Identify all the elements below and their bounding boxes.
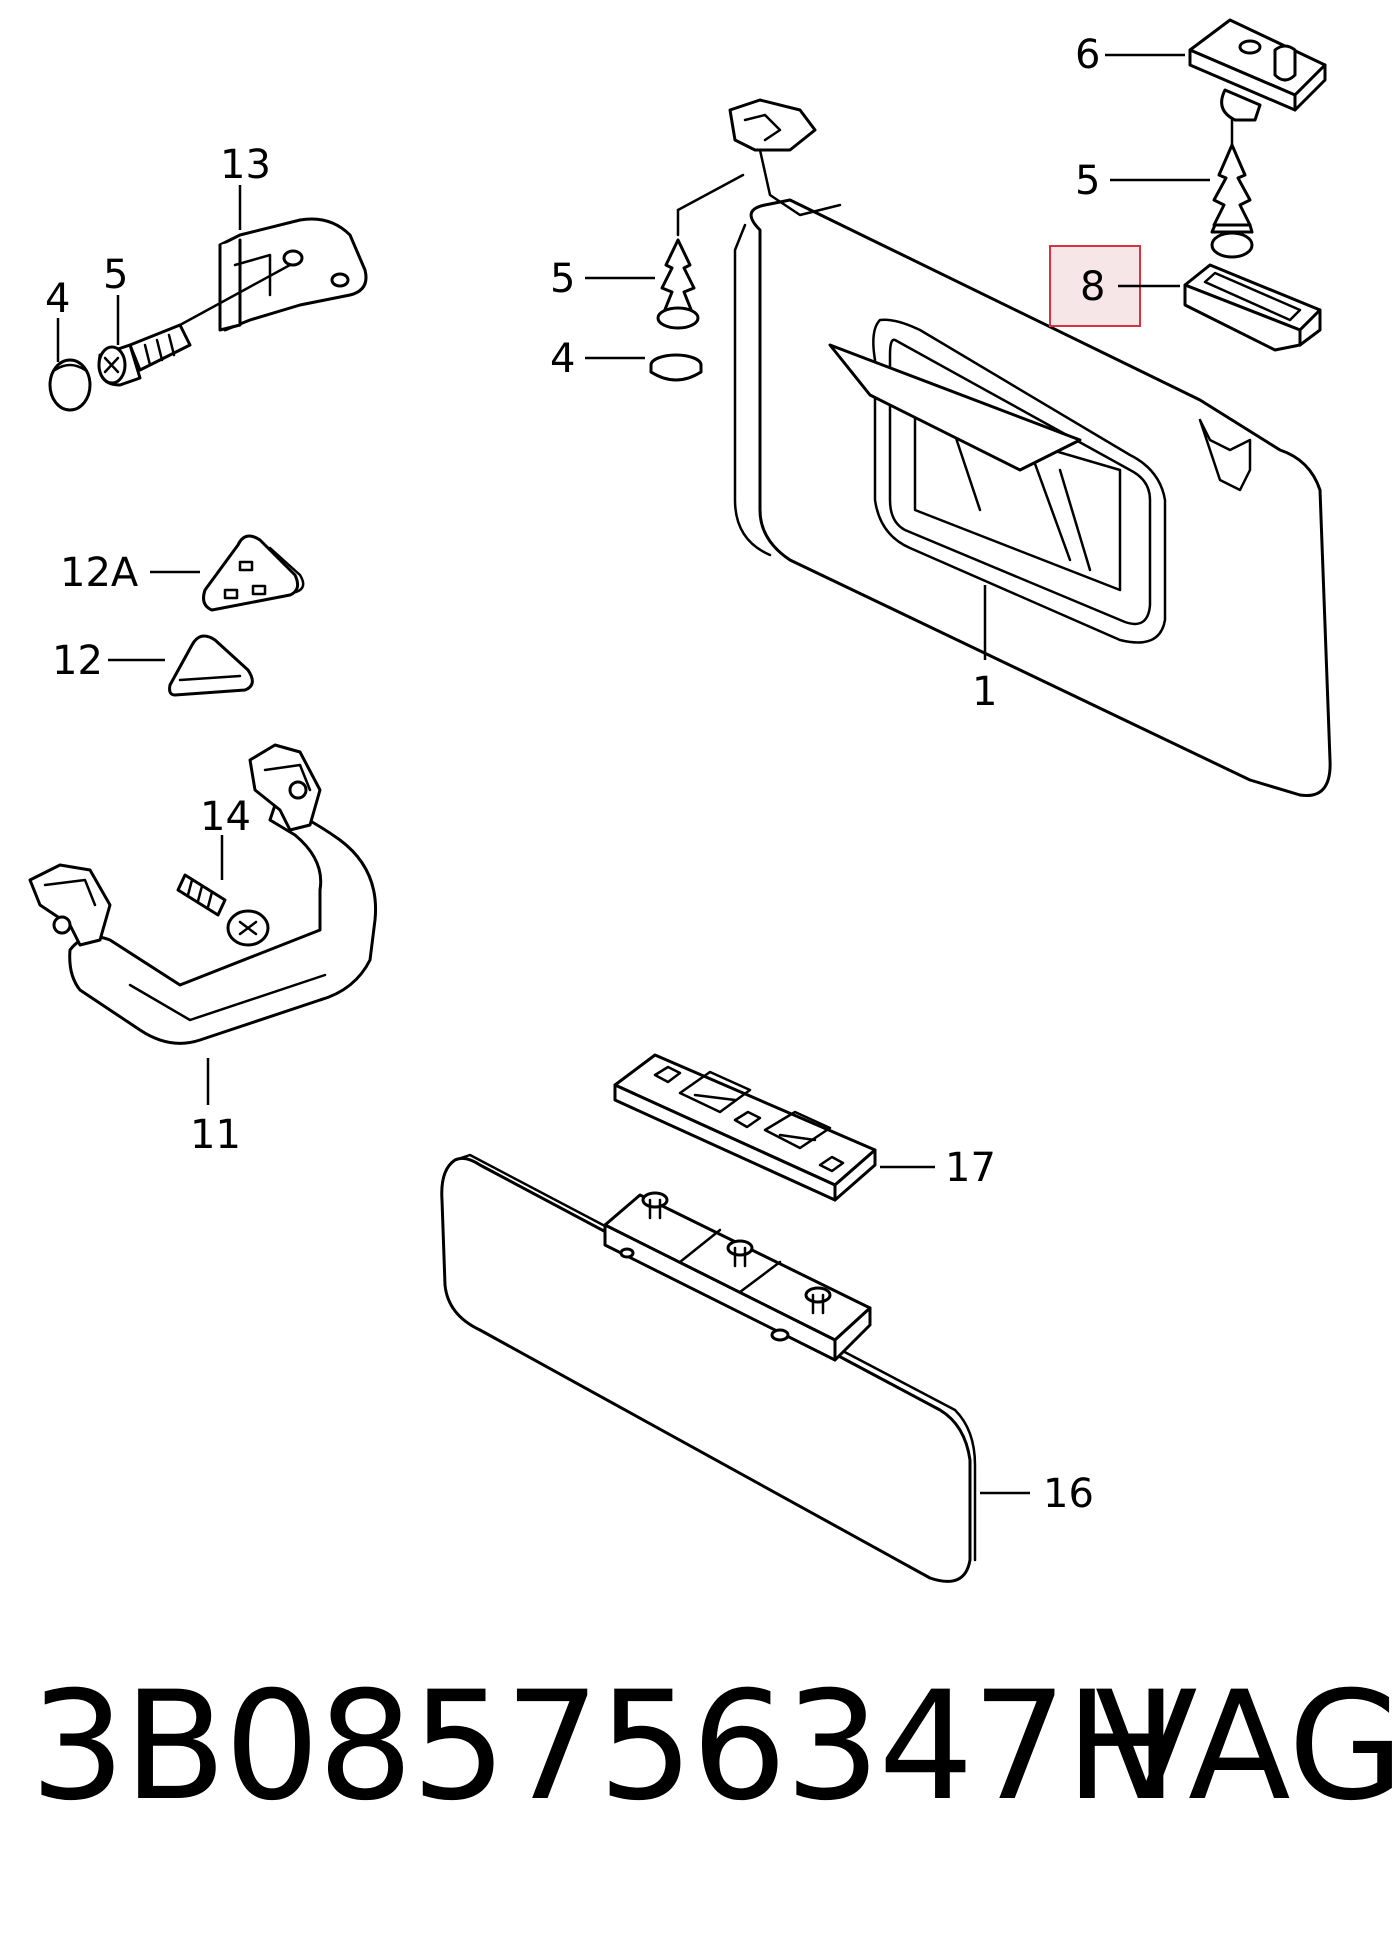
cover-part-12	[168, 634, 254, 697]
callout-1: 1	[972, 669, 997, 715]
grab-handle-part-11	[28, 743, 378, 1045]
callout-12: 12	[52, 638, 103, 684]
callout-12a: 12A	[60, 550, 139, 596]
mirror-part-16	[440, 1153, 977, 1583]
callout-4-left: 4	[45, 276, 70, 322]
screw-part-5-middle	[656, 173, 745, 330]
ring-part-4-middle	[649, 353, 703, 382]
screw-part-14	[176, 873, 270, 947]
callout-14: 14	[200, 794, 251, 840]
part-number: 3B085756347H	[30, 1660, 1178, 1834]
screw-part-5-top-right	[1210, 118, 1254, 259]
brand-name: VAG	[1095, 1660, 1393, 1834]
callout-5-middle: 5	[550, 256, 575, 302]
callout-17: 17	[945, 1145, 996, 1191]
bracket-part-13	[218, 217, 368, 332]
callout-11: 11	[190, 1112, 241, 1158]
callout-4-middle: 4	[550, 336, 575, 382]
cap-part-8	[1183, 263, 1322, 352]
sun-visor-part-1	[728, 98, 1332, 798]
callout-13: 13	[220, 142, 271, 188]
lens-part-17	[613, 1053, 877, 1202]
cap-part-4-left	[48, 358, 92, 412]
callout-8: 8	[1080, 264, 1105, 310]
callout-6: 6	[1075, 32, 1100, 78]
screw-part-5-left	[97, 263, 292, 387]
callout-5-left: 5	[103, 252, 128, 298]
cover-part-12a	[202, 534, 305, 612]
callout-5-top-right: 5	[1075, 158, 1100, 204]
callout-16: 16	[1043, 1471, 1094, 1517]
clip-part-6	[1188, 18, 1327, 122]
